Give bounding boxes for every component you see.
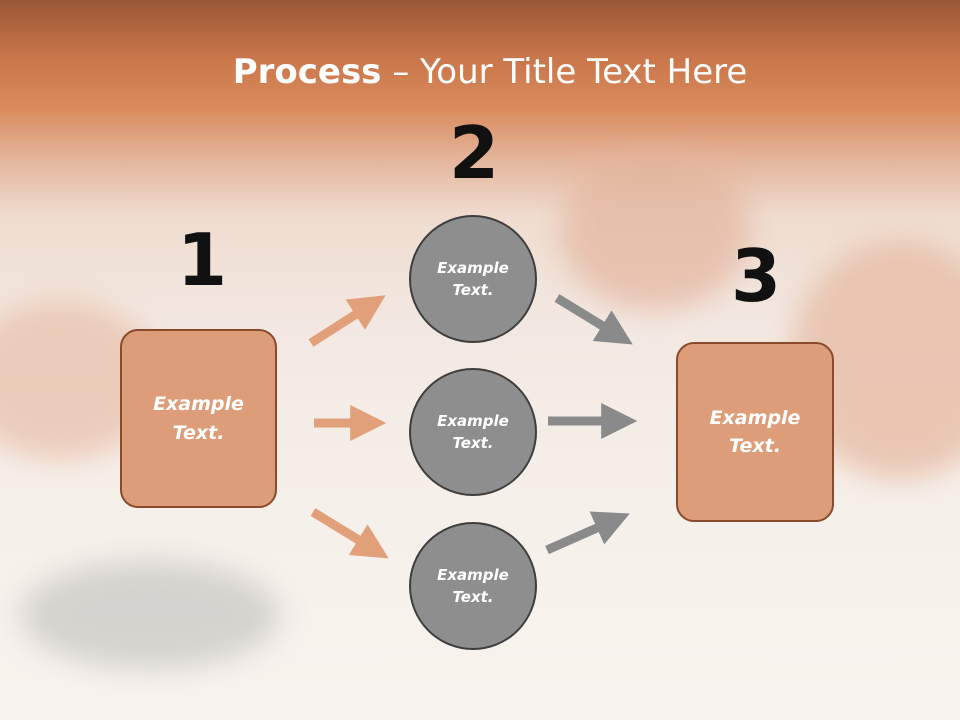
slide-title: Process – Your Title Text Here [0,52,960,92]
background-hand-top [560,150,750,310]
step-1-box[interactable]: Example Text. [120,329,277,508]
step-number-2: 2 [449,111,500,195]
title-bold: Process [232,52,382,92]
circle-top-line1: Example [437,258,509,277]
arrow-box-to-bottom-circle [310,508,389,559]
arrow-box-to-top-circle [308,295,386,347]
step-2-circle-bottom[interactable]: Example Text. [409,522,537,650]
step-number-3: 3 [731,234,782,318]
step-3-box-line1: Example [709,406,801,429]
step-3-box-line2: Text. [729,435,781,457]
step-number-1: 1 [177,218,228,302]
step-1-box-line2: Text. [172,421,225,444]
circle-bottom-line2: Text. [452,588,494,606]
circle-middle-line2: Text. [452,434,494,452]
step-2-circle-middle[interactable]: Example Text. [409,368,537,496]
step-1-box-line1: Example [153,393,244,415]
circle-bottom-line1: Example [437,565,509,584]
arrow-bottom-circle-to-box [545,511,630,555]
arrow-top-circle-to-box [554,294,633,345]
step-3-box[interactable]: Example Text. [676,342,834,522]
step-2-circle-top[interactable]: Example Text. [409,215,537,343]
background-keys [20,560,280,670]
circle-top-line2: Text. [452,281,494,299]
title-rest: – Your Title Text Here [381,52,748,92]
circle-middle-line1: Example [437,411,509,430]
